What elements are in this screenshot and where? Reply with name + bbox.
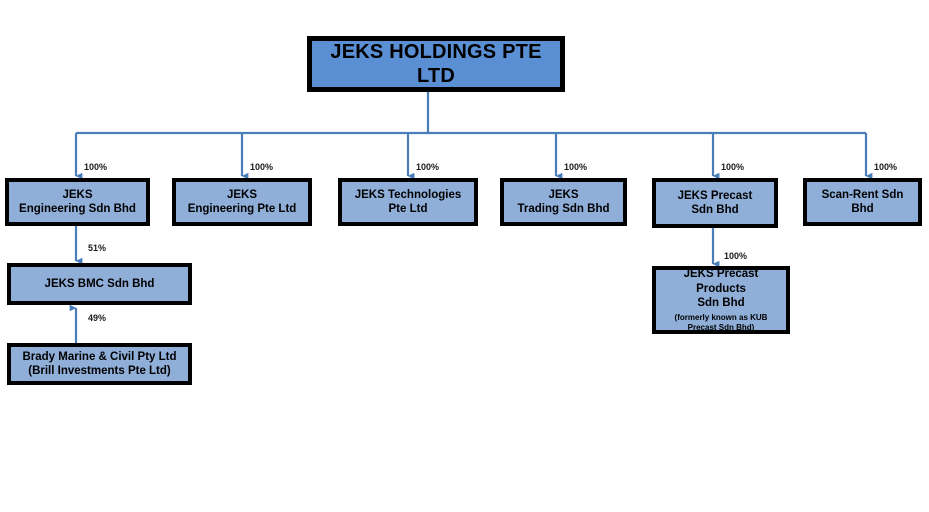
node-line2: Trading Sdn Bhd <box>517 203 610 215</box>
ownership-label-jeks-engineering-pte-ltd: 100% <box>250 162 274 172</box>
node-jeks-engineering-sdn-bhd[interactable]: JEKS Engineering Sdn Bhd <box>5 178 150 226</box>
node-line2: Engineering Pte Ltd <box>187 203 297 215</box>
ownership-label-scan-rent-sdn-bhd: 100% <box>874 162 898 172</box>
node-line1: JEKS Technologies <box>354 188 462 201</box>
node-line1: JEKS <box>548 188 579 201</box>
node-fineprint-line1: (formerly known as KUB <box>674 312 768 322</box>
node-jeks-bmc-sdn-bhd[interactable]: JEKS BMC Sdn Bhd <box>7 263 192 305</box>
node-jeks-technologies-pte-ltd[interactable]: JEKS Technologies Pte Ltd <box>338 178 478 226</box>
ownership-label-jeks-technologies-pte-ltd: 100% <box>416 162 440 172</box>
node-line2: Engineering Sdn Bhd <box>19 203 136 215</box>
node-line1: JEKS <box>226 188 258 201</box>
ownership-label-jeks-precast-sdn-bhd: 100% <box>721 162 745 172</box>
node-jeks-precast-products-sdn-bhd[interactable]: JEKS Precast Products Sdn Bhd (formerly … <box>652 266 790 334</box>
ownership-label-jeks-bmc: 51% <box>88 243 107 253</box>
node-scan-rent-sdn-bhd[interactable]: Scan-Rent Sdn Bhd <box>803 178 922 226</box>
root-node[interactable]: JEKS HOLDINGS PTE LTD <box>307 36 565 92</box>
node-brady-marine-civil-pty-ltd[interactable]: Brady Marine & Civil Pty Ltd (Brill Inve… <box>7 343 192 385</box>
ownership-label-brady-marine: 49% <box>88 313 107 323</box>
node-line1: JEKS Precast Products <box>683 268 759 295</box>
node-line1: JEKS Precast <box>677 189 753 202</box>
node-line2: Sdn Bhd <box>697 296 745 309</box>
node-line2: (Brill Investments Pte Ltd) <box>28 365 171 377</box>
node-line2: Sdn Bhd <box>691 204 739 216</box>
node-jeks-trading-sdn-bhd[interactable]: JEKS Trading Sdn Bhd <box>500 178 627 226</box>
node-line2: Bhd <box>851 203 874 215</box>
node-jeks-engineering-pte-ltd[interactable]: JEKS Engineering Pte Ltd <box>172 178 312 226</box>
root-node-label: JEKS HOLDINGS PTE LTD <box>330 40 542 87</box>
node-fineprint-line2: Precast Sdn Bhd) <box>687 322 755 332</box>
ownership-label-jeks-trading-sdn-bhd: 100% <box>564 162 588 172</box>
ownership-label-jeks-precast-products: 100% <box>724 251 748 261</box>
node-line1: Scan-Rent Sdn <box>821 188 904 201</box>
node-line1: JEKS <box>62 188 93 201</box>
node-line1: Brady Marine & Civil Pty Ltd <box>22 350 177 363</box>
node-line1: JEKS BMC Sdn Bhd <box>44 277 155 290</box>
node-jeks-precast-sdn-bhd[interactable]: JEKS Precast Sdn Bhd <box>652 178 778 228</box>
ownership-label-jeks-engineering-sdn-bhd: 100% <box>84 162 108 172</box>
node-line2: Pte Ltd <box>388 203 428 215</box>
